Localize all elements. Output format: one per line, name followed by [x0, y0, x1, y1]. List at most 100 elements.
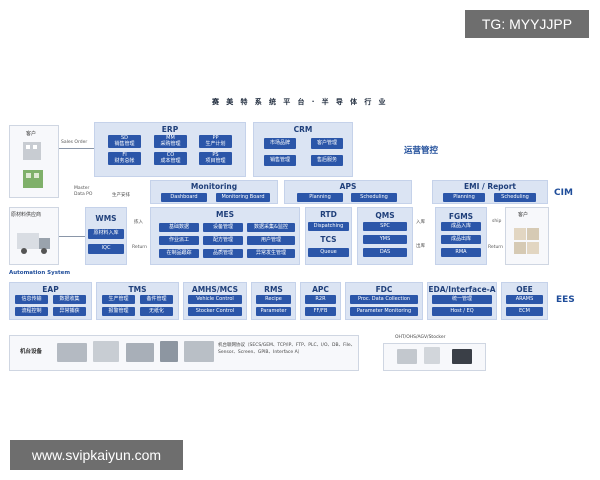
watermark-bottom: www.svipkaiyun.com: [10, 440, 183, 470]
rtd-dispatching: Dispatching: [308, 222, 349, 231]
fgms-inbound: 成品入库: [441, 222, 481, 231]
erp-group: ERP: [94, 122, 246, 177]
oee-arams: ARAMS: [506, 295, 543, 304]
oee-ecm: ECM: [506, 307, 543, 316]
customer-label-left: 客户: [26, 131, 37, 137]
erp-ps: PS 项目管理: [199, 152, 232, 165]
mes-exception: 异常发生管理: [247, 249, 295, 258]
aps-title: APS: [339, 182, 357, 191]
equipment-label: 机台设备: [20, 349, 43, 355]
mes-basic-data: 基础数据: [159, 223, 199, 232]
monitoring-dashboard: Dashboard: [161, 193, 207, 202]
fgms-rma: RMA: [441, 248, 481, 257]
oht-1-icon: [397, 349, 417, 364]
qms-yms: YMS: [363, 235, 407, 244]
out-label-right: 出库: [416, 244, 425, 249]
crm-sales: 销售管理: [264, 155, 296, 166]
erp-fi: FI 财务总帐: [108, 152, 141, 165]
apc-fffb: FF/FB: [305, 307, 336, 316]
fgms-title: FGMS: [448, 212, 474, 221]
wms-raw-material: 原材料入库: [88, 229, 124, 239]
emi-title: EMI / Report: [463, 182, 516, 191]
master-data-label: Master Data PO: [74, 186, 93, 197]
tms-paperless: 无纸化: [140, 307, 173, 316]
apc-title: APC: [312, 285, 329, 294]
eap-exception: 异常捕获: [53, 307, 86, 316]
eda-unified: 统一管理: [432, 295, 492, 304]
tms-title: TMS: [128, 285, 147, 294]
crm-customer: 客户管理: [311, 138, 343, 149]
mes-wip: 在制品跟踪: [159, 249, 199, 258]
eda-host-eq: Host / EQ: [432, 307, 492, 316]
machine-1-icon: [57, 343, 87, 362]
mes-quality: 品质管理: [203, 249, 243, 258]
fdc-proc-data: Proc. Data Collection: [350, 295, 418, 304]
mes-dispatch: 作业派工: [159, 236, 199, 245]
supplier-line: [59, 236, 85, 237]
tms-production: 生产管理: [102, 295, 135, 304]
crm-title: CRM: [293, 125, 313, 134]
erp-co: CO 成本管理: [154, 152, 187, 165]
crm-service: 售后服务: [311, 155, 343, 166]
oee-title: OEE: [516, 285, 533, 294]
customer-building-icon: [23, 142, 43, 188]
eap-flow: 流程控制: [15, 307, 48, 316]
customer-label-right: 客户: [518, 212, 529, 218]
mes-title: MES: [216, 210, 234, 219]
qms-das: DAS: [363, 248, 407, 257]
emi-scheduling: Scheduling: [494, 193, 536, 202]
machine-5-icon: [184, 341, 214, 362]
amhs-stocker: Stocker Control: [188, 307, 242, 316]
tcs-title: TCS: [320, 235, 337, 244]
production-schedule-label: 生产安排: [112, 193, 130, 198]
ops-label: 运营管控: [404, 146, 439, 156]
sales-order-label: Sales Order: [61, 140, 88, 145]
diagram-title: 赛 美 特 系 统 平 台 · 半 导 体 行 业: [212, 98, 388, 106]
aps-scheduling: Scheduling: [351, 193, 397, 202]
equipment-protocols: 机台联网协议（SECS/GEM、TCP/IP、FTP、PLC、I/O、DB、Fi…: [218, 343, 356, 355]
amhs-vehicle: Vehicle Control: [188, 295, 242, 304]
erp-title: ERP: [161, 125, 179, 134]
automation-label: Automation System: [9, 270, 71, 276]
machine-3-icon: [126, 343, 154, 362]
emi-planning: Planning: [443, 193, 485, 202]
truck-icon: [17, 233, 50, 254]
mes-user: 用户管理: [247, 236, 295, 245]
tms-alarm: 报警管理: [102, 307, 135, 316]
eap-collection: 数据收集: [53, 295, 86, 304]
monitoring-board: Monitoring Board: [216, 193, 270, 202]
rms-parameter: Parameter: [256, 307, 291, 316]
crm-market: 市场品牌: [264, 138, 296, 149]
fgms-outbound: 成品出库: [441, 235, 481, 244]
mes-recipe: 配方管理: [203, 236, 243, 245]
fdc-title: FDC: [375, 285, 393, 294]
return-label-right: Return: [488, 245, 503, 250]
wms-iqc: IQC: [88, 244, 124, 254]
machine-2-icon: [93, 341, 119, 362]
machine-4-icon: [160, 341, 178, 362]
oht-2-icon: [424, 347, 440, 364]
boxes-icon: [514, 228, 539, 254]
tms-spare: 备件管理: [140, 295, 173, 304]
wms-title: WMS: [95, 214, 117, 223]
supplier-label: 原材料供应商: [11, 212, 42, 218]
rms-title: RMS: [264, 285, 283, 294]
sales-order-line: [59, 148, 94, 149]
inbound-label-left: 拣入: [134, 220, 143, 225]
qms-spc: SPC: [363, 222, 407, 231]
return-label-left: Return: [132, 245, 147, 250]
eap-transfer: 信息传输: [15, 295, 48, 304]
rtd-title: RTD: [320, 210, 337, 219]
eap-title: EAP: [42, 285, 59, 294]
crm-group: CRM: [253, 122, 353, 177]
amhs-title: AMHS/MCS: [191, 285, 239, 294]
monitoring-title: Monitoring: [190, 182, 238, 191]
mes-equipment: 设备管理: [203, 223, 243, 232]
cim-label: CIM: [554, 188, 573, 198]
oht-3-icon: [452, 349, 472, 364]
rms-recipe: Recipe: [256, 295, 291, 304]
eda-title: EDA/Interface-A: [428, 285, 496, 294]
inbound-label-right: 入库: [416, 220, 425, 225]
erp-pp: PP 生产计划: [199, 135, 232, 148]
fdc-param-monitor: Parameter Monitoring: [350, 307, 418, 316]
